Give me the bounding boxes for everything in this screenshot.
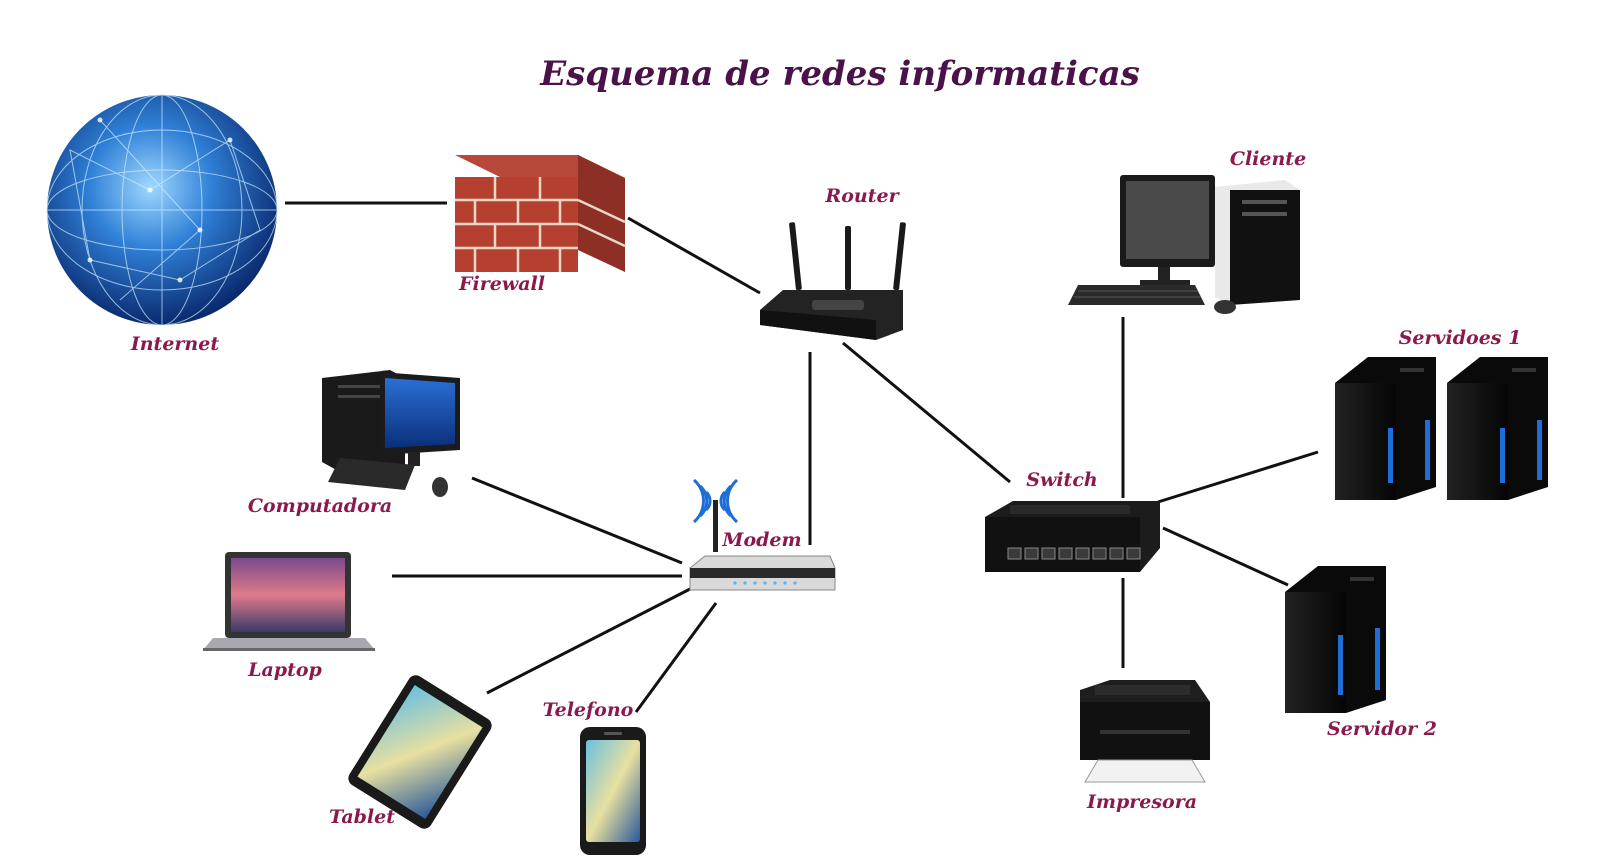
server-tower-icon bbox=[1285, 566, 1386, 713]
network-switch-icon bbox=[985, 501, 1160, 572]
label-servidor2: Servidor 2 bbox=[1327, 718, 1437, 740]
link-modem-computadora bbox=[471, 476, 683, 565]
label-impresora: Impresora bbox=[1086, 791, 1197, 813]
globe-icon bbox=[46, 94, 278, 326]
label-servidores1: Servidoes 1 bbox=[1399, 327, 1522, 349]
label-laptop: Laptop bbox=[247, 659, 322, 681]
desktop-computer-icon bbox=[1068, 175, 1300, 314]
label-firewall: Firewall bbox=[458, 273, 545, 295]
brick-wall-icon bbox=[455, 155, 626, 272]
server-tower-icon bbox=[1335, 357, 1548, 500]
diagram-title: Esquema de redes informaticas bbox=[539, 54, 1140, 94]
link-router-switch bbox=[842, 341, 1011, 484]
label-cliente: Cliente bbox=[1230, 148, 1306, 170]
label-internet: Internet bbox=[130, 333, 219, 355]
link-modem-telefono bbox=[634, 602, 718, 713]
laptop-icon bbox=[203, 552, 375, 651]
tablet-icon bbox=[348, 675, 492, 829]
router-icon bbox=[760, 222, 906, 340]
printer-icon bbox=[1080, 680, 1210, 783]
connections bbox=[285, 201, 1319, 713]
link-firewall-router bbox=[627, 216, 761, 295]
link-switch-servidor2 bbox=[1162, 526, 1289, 587]
label-telefono: Telefono bbox=[543, 699, 634, 721]
label-switch: Switch bbox=[1026, 469, 1097, 491]
smartphone-icon bbox=[580, 727, 646, 855]
label-tablet: Tablet bbox=[329, 806, 395, 828]
label-computadora: Computadora bbox=[248, 495, 392, 517]
link-switch-servidores1 bbox=[1157, 450, 1319, 504]
link-modem-tablet bbox=[486, 586, 693, 695]
desktop-computer-icon bbox=[322, 370, 460, 497]
label-modem: Modem bbox=[721, 529, 801, 551]
wireless-modem-icon bbox=[689, 478, 836, 591]
label-router: Router bbox=[824, 185, 900, 207]
